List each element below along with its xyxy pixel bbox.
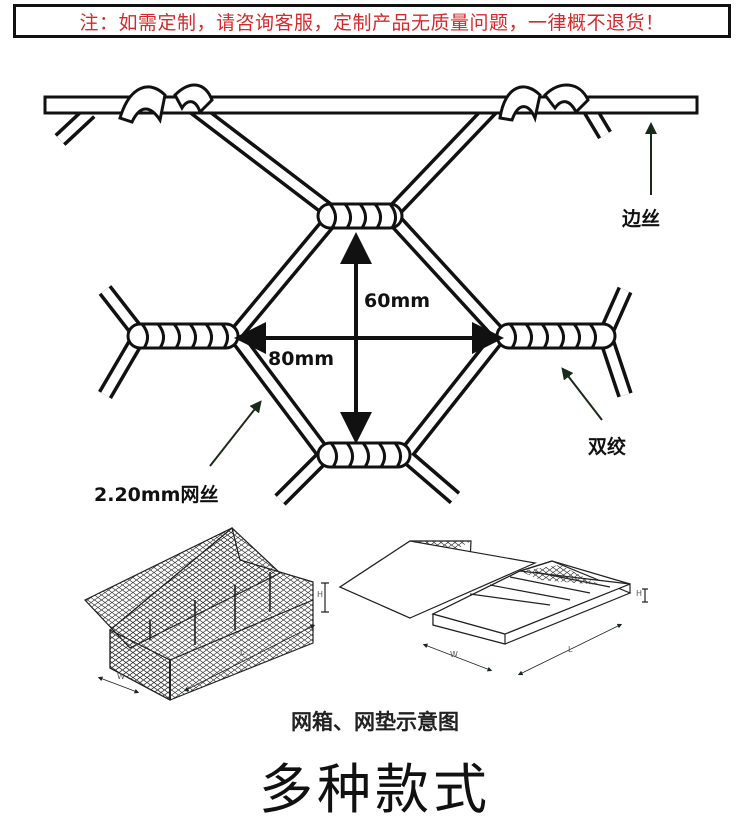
box-dim-w: W — [117, 672, 125, 681]
double-twist-pointer — [561, 367, 603, 421]
twist-right — [495, 322, 617, 350]
mesh-wires — [54, 90, 633, 506]
twist-top — [316, 202, 404, 230]
schematic-caption: 网箱、网垫示意图 — [291, 710, 459, 734]
twist-left — [126, 322, 240, 350]
headline: 多种款式 — [259, 758, 491, 821]
mattress-dim-l: L — [568, 645, 573, 654]
twist-bottom — [316, 441, 412, 469]
double-twist-label: 双绞 — [588, 436, 627, 458]
edge-wire-wraps — [118, 83, 590, 124]
mattress-dim-h: H — [636, 589, 643, 598]
mattress-dim-w: W — [450, 650, 458, 659]
gabion-mattress-drawing — [338, 540, 648, 676]
mesh-wire-label: 2.20mm网丝 — [94, 484, 219, 506]
height-label: 60mm — [364, 290, 431, 312]
mesh-wire-pointer — [209, 400, 262, 467]
box-dim-h: H — [317, 590, 324, 599]
gabion-box-drawing — [84, 526, 329, 701]
edge-wire-label: 边丝 — [622, 208, 661, 230]
box-dim-l: L — [240, 648, 245, 657]
notice-banner: 注：如需定制，请咨询客服，定制产品无质量问题，一律概不退货！ — [13, 4, 731, 38]
notice-text: 注：如需定制，请咨询客服，定制产品无质量问题，一律概不退货！ — [79, 11, 665, 34]
width-label: 80mm — [268, 348, 335, 370]
